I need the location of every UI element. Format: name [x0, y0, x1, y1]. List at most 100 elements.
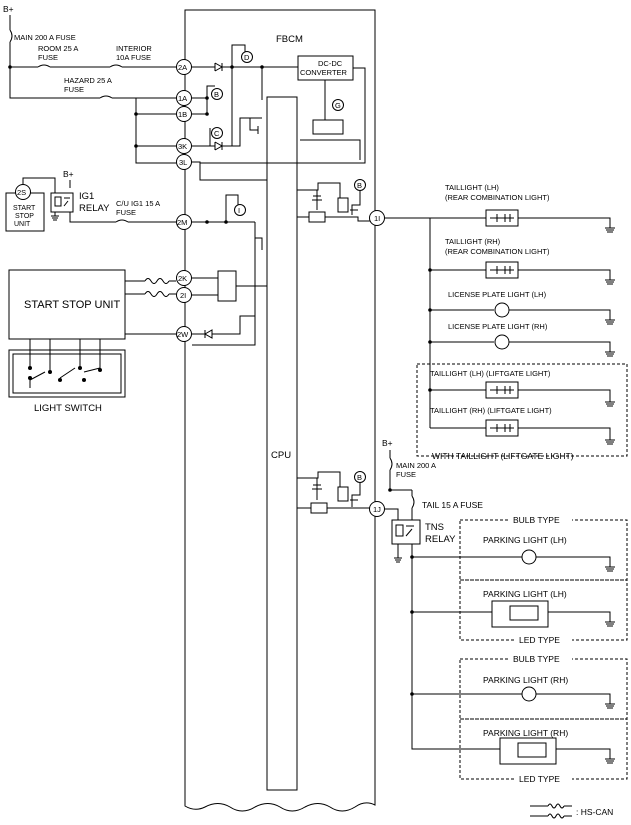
svg-text:LICENSE PLATE LIGHT (RH): LICENSE PLATE LIGHT (RH) — [448, 322, 548, 331]
svg-text:BULB TYPE: BULB TYPE — [513, 654, 560, 664]
svg-text:TNS: TNS — [425, 522, 444, 533]
label-b-mid: B — [357, 181, 362, 190]
svg-text:3L: 3L — [179, 158, 187, 167]
start-stop-unit-label: START STOP UNIT — [24, 299, 120, 311]
connector-1b: 1B — [176, 106, 192, 122]
label-b-top: B — [214, 90, 219, 99]
b-plus-top: B+ MAIN 200 A FUSE — [3, 4, 100, 99]
svg-text:TAILLIGHT (LH) (LIFTGATE LIGHT: TAILLIGHT (LH) (LIFTGATE LIGHT) — [430, 369, 551, 378]
taillight-lh: TAILLIGHT (LH) (REAR COMBINATION LIGHT) — [430, 183, 615, 233]
license-rh: LICENSE PLATE LIGHT (RH) — [428, 322, 615, 357]
svg-text:2W: 2W — [177, 330, 189, 339]
connector-2k: 2K — [176, 270, 192, 286]
svg-text:RELAY: RELAY — [79, 203, 110, 214]
svg-text:UNIT: UNIT — [14, 221, 31, 228]
interior-fuse: INTERIOR 10A FUSE — [109, 44, 176, 68]
connector-1i: 1I — [369, 210, 385, 226]
svg-text:1I: 1I — [374, 214, 380, 223]
svg-text:BULB TYPE: BULB TYPE — [513, 515, 560, 525]
svg-text:2I: 2I — [180, 291, 186, 300]
hs-can-lines — [125, 270, 267, 302]
cpu-label: CPU — [271, 450, 291, 461]
dcdc-label-2: CONVERTER — [300, 68, 348, 77]
svg-text:STOP: STOP — [15, 213, 34, 220]
tail-fuse: TAIL 15 A FUSE — [411, 490, 483, 520]
svg-text:TAILLIGHT (RH): TAILLIGHT (RH) — [445, 237, 501, 246]
main-fuse-label: MAIN 200 A FUSE — [14, 33, 76, 42]
dcdc-label-1: DC-DC — [318, 59, 343, 68]
driver-parking: B — [297, 471, 370, 514]
svg-text:(REAR COMBINATION LIGHT): (REAR COMBINATION LIGHT) — [445, 247, 550, 256]
parking-lh-bulb: BULB TYPE PARKING LIGHT (LH) — [410, 514, 628, 581]
driver-taillight: B — [297, 179, 370, 223]
with-liftgate-label: WITH TAILLIGHT (LIFTGATE LIGHT) — [432, 451, 574, 461]
connector-2m: 2M — [176, 214, 192, 230]
room-fuse-label-1: ROOM 25 A — [38, 44, 78, 53]
svg-text:2K: 2K — [178, 274, 187, 283]
svg-text:B+: B+ — [382, 438, 393, 448]
connector-1a: 1A — [176, 90, 192, 106]
svg-text:3K: 3K — [178, 142, 187, 151]
cpu-block: CPU — [266, 96, 298, 791]
connector-3k: 3K — [176, 138, 192, 154]
legend-hs-can: : HS-CAN — [530, 803, 613, 819]
svg-text:1A: 1A — [178, 94, 187, 103]
room-fuse-label-2: FUSE — [38, 53, 58, 62]
room-fuse: ROOM 25 A FUSE — [10, 44, 110, 68]
taillight-rh: TAILLIGHT (RH) (REAR COMBINATION LIGHT) — [428, 237, 615, 285]
svg-text:TAIL 15 A FUSE: TAIL 15 A FUSE — [422, 500, 483, 510]
b-plus-ig1: B+ — [63, 169, 74, 179]
license-lh: LICENSE PLATE LIGHT (LH) — [428, 290, 615, 325]
svg-text:PARKING LIGHT (RH): PARKING LIGHT (RH) — [483, 675, 568, 685]
svg-text:2S: 2S — [17, 188, 26, 197]
fbcm-module: FBCM — [184, 9, 376, 812]
svg-text:IG1: IG1 — [79, 191, 94, 202]
svg-text:LED TYPE: LED TYPE — [519, 635, 560, 645]
connector-1j: 1J — [369, 501, 385, 517]
cu-ig1-fuse: C/U IG1 15 A FUSE — [69, 199, 176, 223]
svg-text:START: START — [13, 205, 36, 212]
liftgate-group: TAILLIGHT (LH) (LIFTGATE LIGHT) TAILLIGH… — [416, 363, 628, 461]
svg-text:LED TYPE: LED TYPE — [519, 774, 560, 784]
svg-text:PARKING LIGHT (RH): PARKING LIGHT (RH) — [483, 728, 568, 738]
label-b-low: B — [357, 473, 362, 482]
label-c: C — [214, 129, 220, 138]
start-stop-unit-small: 2S START STOP UNIT — [5, 184, 45, 232]
label-d: D — [244, 53, 250, 62]
fbcm-title: FBCM — [276, 34, 303, 45]
svg-text:2M: 2M — [177, 218, 187, 227]
connector-2a: 2A — [176, 59, 192, 75]
hazard-fuse-label-1: HAZARD 25 A — [64, 76, 112, 85]
connector-3l: 3L — [176, 154, 192, 170]
svg-text:2A: 2A — [178, 63, 187, 72]
tns-relay: TNS RELAY — [391, 519, 500, 750]
svg-text:RELAY: RELAY — [425, 534, 456, 545]
label-i: I — [238, 206, 240, 215]
svg-text:FUSE: FUSE — [116, 208, 136, 217]
svg-text:: HS-CAN: : HS-CAN — [576, 807, 613, 817]
b-plus-lower: B+ MAIN 200 A FUSE — [382, 438, 436, 492]
hazard-fuse: HAZARD 25 A FUSE — [64, 76, 176, 99]
svg-text:C/U IG1 15 A: C/U IG1 15 A — [116, 199, 160, 208]
parking-lh-led: PARKING LIGHT (LH) LED TYPE — [410, 579, 628, 646]
connector-2w: 2W — [176, 326, 192, 342]
svg-text:LICENSE PLATE LIGHT (LH): LICENSE PLATE LIGHT (LH) — [448, 290, 547, 299]
light-switch-label: LIGHT SWITCH — [34, 403, 102, 414]
hazard-fuse-label-2: FUSE — [64, 85, 84, 94]
label-g: G — [335, 101, 341, 110]
svg-text:1J: 1J — [373, 505, 381, 514]
svg-text:TAILLIGHT (LH): TAILLIGHT (LH) — [445, 183, 499, 192]
b-plus-top-label: B+ — [3, 4, 14, 14]
svg-text:PARKING LIGHT (LH): PARKING LIGHT (LH) — [483, 589, 567, 599]
svg-text:PARKING LIGHT (LH): PARKING LIGHT (LH) — [483, 535, 567, 545]
svg-text:MAIN 200 A: MAIN 200 A — [396, 461, 436, 470]
svg-text:1B: 1B — [178, 110, 187, 119]
connector-2i: 2I — [176, 287, 192, 303]
ig1-relay: B+ IG1 RELAY — [50, 169, 110, 221]
parking-rh-led: PARKING LIGHT (RH) LED TYPE — [459, 718, 628, 785]
svg-text:TAILLIGHT (RH) (LIFTGATE LIGHT: TAILLIGHT (RH) (LIFTGATE LIGHT) — [430, 406, 552, 415]
svg-text:(REAR COMBINATION LIGHT): (REAR COMBINATION LIGHT) — [445, 193, 550, 202]
interior-fuse-label-1: INTERIOR — [116, 44, 152, 53]
start-stop-unit: START STOP UNIT — [8, 269, 126, 340]
